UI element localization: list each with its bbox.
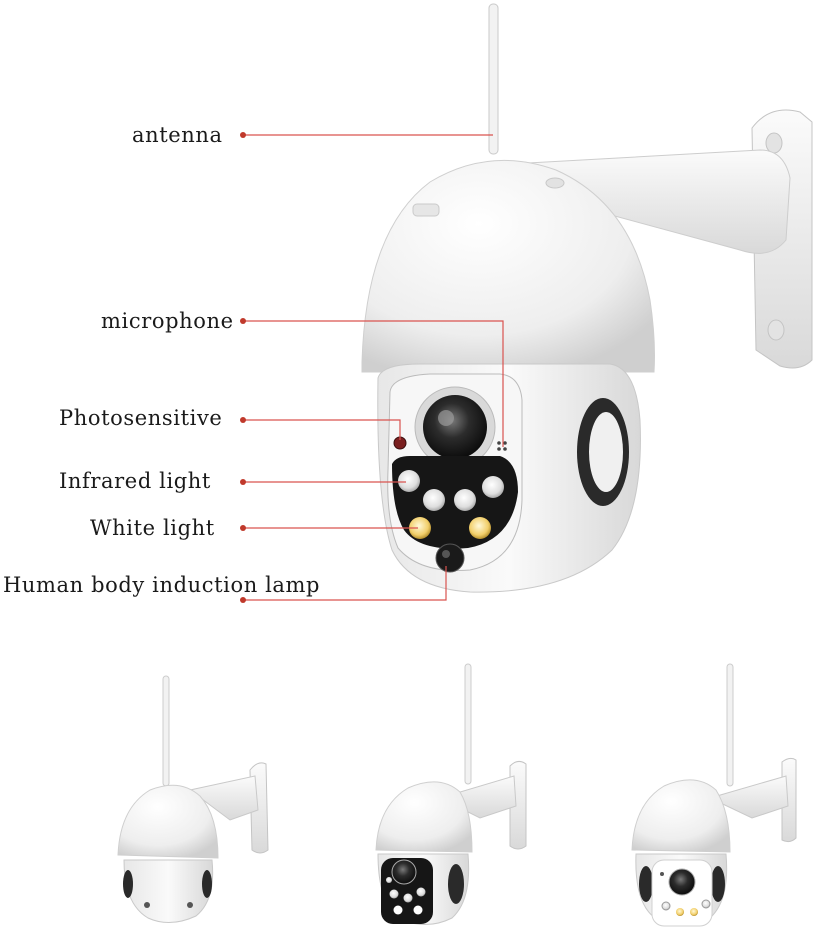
mount-arm <box>508 149 791 254</box>
white-led <box>469 517 491 539</box>
label-human-body-induction-lamp: Human body induction lamp <box>3 573 321 597</box>
infrared-led <box>454 489 476 511</box>
label-white-light: White light <box>90 516 215 540</box>
main-camera <box>361 3 813 593</box>
human-leader <box>243 566 447 601</box>
thumbnail-front-white <box>375 663 527 925</box>
leader-lines <box>243 134 504 601</box>
infrared-led <box>482 476 504 498</box>
infrared-led <box>398 470 420 492</box>
antenna-rod <box>488 3 499 155</box>
microphone-leader <box>243 320 504 447</box>
infrared-led <box>423 489 445 511</box>
lens <box>423 395 487 459</box>
human-induction-lamp <box>435 543 465 573</box>
label-antenna: antenna <box>132 123 223 147</box>
white-led <box>409 517 431 539</box>
thumbnail-front-warm <box>631 663 797 927</box>
label-microphone: microphone <box>101 309 234 333</box>
label-infrared-light: Infrared light <box>59 469 211 493</box>
microphone-holes <box>497 441 507 451</box>
photosensitive-leader <box>243 419 401 440</box>
label-photosensitive: Photosensitive <box>59 406 223 430</box>
leader-dots <box>240 132 246 603</box>
thumbnail-rear-view <box>117 675 269 923</box>
